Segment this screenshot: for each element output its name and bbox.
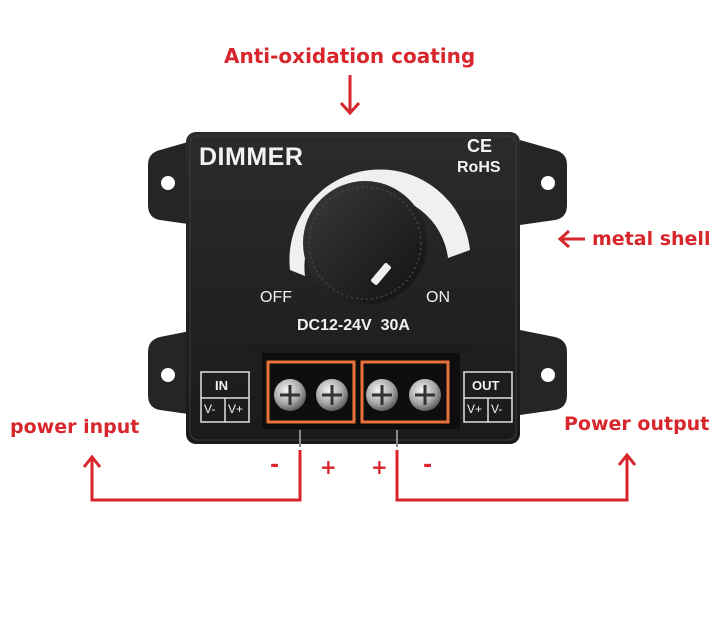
on-label: ON — [426, 289, 450, 306]
dial-knob — [303, 181, 427, 305]
screw-icon — [366, 379, 398, 411]
rohs-mark: RoHS — [457, 159, 501, 176]
screw-icon — [274, 379, 306, 411]
mounting-hole-icon — [541, 368, 555, 382]
power-input-label: power input — [10, 416, 140, 438]
metal-shell-label: metal shell — [592, 228, 711, 250]
power-input-wire — [82, 450, 302, 502]
out-terminal-vminus: V- — [491, 402, 503, 416]
input-plus-marker: + — [320, 455, 337, 479]
input-minus-marker: - — [270, 453, 280, 478]
dimmer-brand-label: DIMMER — [199, 143, 304, 171]
screw-icon — [316, 379, 348, 411]
ce-mark: CE — [467, 136, 493, 156]
in-label: IN — [215, 378, 228, 393]
mounting-hole-icon — [541, 176, 555, 190]
arrow-left-icon — [557, 229, 585, 249]
mounting-hole-icon — [161, 368, 175, 382]
in-terminal-vplus: V+ — [228, 402, 244, 416]
out-terminal-vplus: V+ — [467, 402, 483, 416]
arrow-down-icon — [339, 75, 361, 116]
input-terminal-highlight — [266, 360, 356, 424]
in-terminal-vminus: V- — [204, 402, 216, 416]
power-output-wire — [395, 450, 637, 502]
rating-label: DC12-24V 30A — [297, 317, 410, 334]
anti-oxidation-label: Anti-oxidation coating — [224, 44, 476, 68]
out-label: OUT — [472, 378, 500, 393]
off-label: OFF — [260, 289, 292, 306]
mounting-hole-icon — [161, 176, 175, 190]
output-terminal-highlight — [360, 360, 450, 424]
knob-indicator-icon — [371, 263, 391, 285]
screw-icon — [409, 379, 441, 411]
power-output-label: Power output — [564, 413, 710, 435]
output-plus-marker: + — [371, 455, 388, 479]
output-minus-marker: - — [423, 453, 433, 478]
